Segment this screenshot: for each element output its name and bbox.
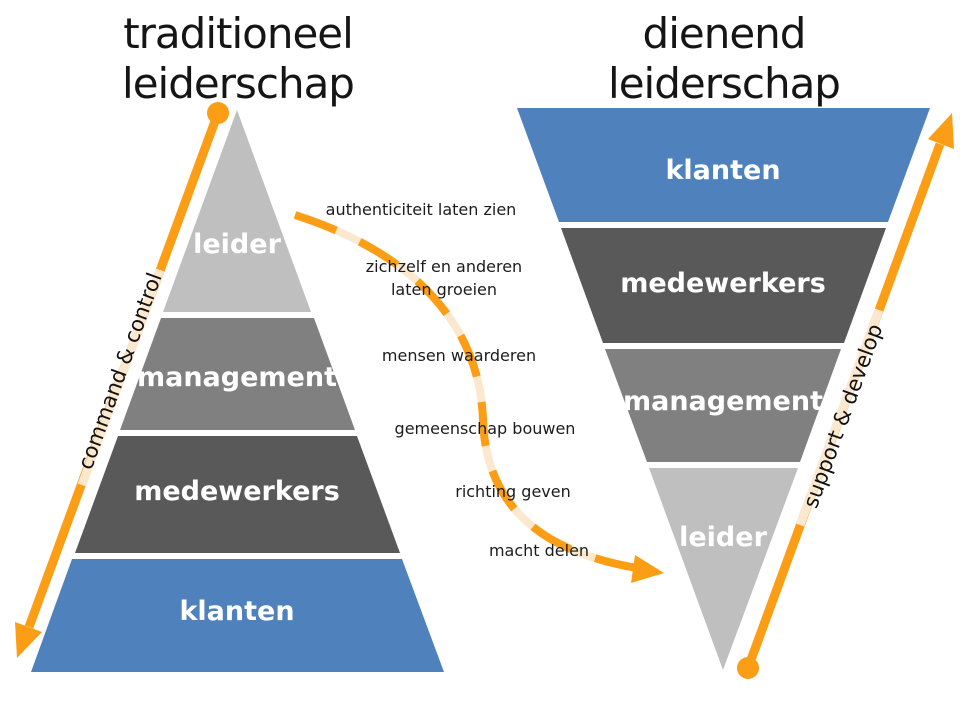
left-level-management-label: management xyxy=(137,362,337,393)
command-control-arrow-start-dot xyxy=(207,102,229,124)
left-level-klanten-label: klanten xyxy=(179,596,294,627)
right-level-medewerkers-label: medewerkers xyxy=(620,268,826,299)
transition-curve-arrow xyxy=(293,211,664,583)
left-pyramid: leider management medewerkers klanten xyxy=(31,110,444,672)
support-develop-arrow-start-dot xyxy=(737,657,759,679)
right-level-management-label: management xyxy=(623,386,823,417)
principle-groeien-line1: zichzelf en anderen xyxy=(366,257,522,276)
right-title-line2: leiderschap xyxy=(608,59,840,108)
principle-mensen-waarderen: mensen waarderen xyxy=(382,346,536,365)
principle-groeien-line2: laten groeien xyxy=(391,280,497,299)
right-level-klanten xyxy=(517,108,930,222)
left-level-leider-label: leider xyxy=(193,229,281,260)
right-pyramid: klanten medewerkers management leider xyxy=(517,108,930,670)
principles-list: authenticiteit laten zien zichzelf en an… xyxy=(326,200,589,560)
principle-authenticiteit: authenticiteit laten zien xyxy=(326,200,517,219)
principle-richting-geven: richting geven xyxy=(455,482,571,501)
command-control-arrow-highlight xyxy=(77,268,165,487)
right-level-klanten-label: klanten xyxy=(665,155,780,186)
left-title-line2: leiderschap xyxy=(122,59,354,108)
support-develop-arrowhead-icon xyxy=(928,113,954,149)
principle-macht-delen: macht delen xyxy=(489,541,589,560)
right-level-management xyxy=(605,349,841,462)
principle-gemeenschap-bouwen: gemeenschap bouwen xyxy=(395,419,576,438)
command-control-arrowhead-icon xyxy=(15,622,42,658)
left-title-line1: traditioneel xyxy=(123,9,353,58)
right-level-leider xyxy=(649,468,798,670)
left-level-medewerkers-label: medewerkers xyxy=(134,476,340,507)
right-level-leider-label: leider xyxy=(679,522,767,553)
right-level-medewerkers xyxy=(561,228,886,343)
right-title-line1: dienend xyxy=(643,9,806,58)
support-develop-arrow-highlight xyxy=(795,308,884,527)
transition-curve-arrowhead-icon xyxy=(631,555,664,583)
left-level-management xyxy=(120,318,355,430)
transition-curve-dashes xyxy=(293,211,651,574)
left-level-klanten xyxy=(31,559,444,672)
left-level-leider xyxy=(163,110,311,312)
left-level-medewerkers xyxy=(75,436,400,553)
